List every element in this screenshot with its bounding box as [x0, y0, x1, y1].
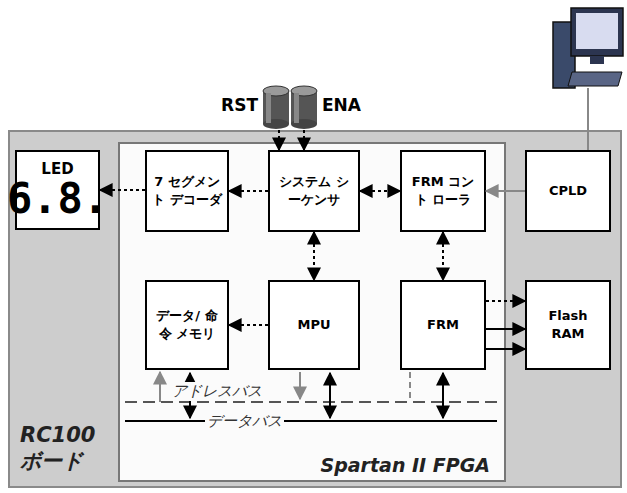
button-cylinder: RST [262, 85, 290, 130]
board-panel: RC100 ボード Spartan II FPGA 7 セグメント デコーダ システム… [8, 130, 622, 488]
node-label: Flash RAM [531, 307, 605, 342]
node-label: システム シーケンサ [274, 173, 354, 208]
pc-cable [587, 88, 589, 150]
connector [303, 130, 305, 150]
node-label: Spartan II FPGA [321, 454, 490, 476]
connector [313, 232, 315, 280]
node-label: LED [41, 160, 73, 178]
node-label: FRM コント ローラ [406, 173, 480, 208]
block-box: FRM コント ローラ [400, 150, 486, 232]
button-cylinder: ENA [290, 85, 318, 130]
node-label: RST [221, 95, 258, 115]
fpga-region: Spartan II FPGA 7 セグメント デコーダ システム シーケンサ FRM… [118, 142, 506, 482]
block-box: データ/ 命令 メモリ [145, 280, 229, 370]
connector [486, 328, 525, 330]
node-label: 6.8. [7, 178, 108, 220]
node-label: ENA [322, 95, 361, 115]
block-box: Flash RAM [525, 280, 611, 370]
block-box: MPU [268, 280, 360, 370]
address-bus [125, 401, 497, 403]
node-label: RC100 ボード [20, 422, 115, 475]
node-label: データ/ 命令 メモリ [151, 307, 223, 342]
connector [486, 300, 525, 302]
connector [229, 324, 268, 326]
connector [442, 232, 444, 280]
block-box: 7 セグメント デコーダ [145, 150, 229, 232]
node-label: 7 セグメント デコーダ [151, 173, 223, 208]
block-box: CPLD [525, 150, 611, 232]
block-box: システム シーケンサ [268, 150, 360, 232]
connector [229, 190, 268, 192]
computer-icon [553, 8, 623, 88]
connector [486, 348, 525, 350]
connector [278, 130, 280, 150]
data-bus [125, 420, 497, 422]
node-label: FRM [427, 316, 459, 334]
led-display: LED6.8. [15, 150, 100, 230]
cylinder-shape [262, 85, 290, 130]
bus-label: アドレスバス [170, 382, 264, 401]
node-label: CPLD [549, 182, 587, 200]
cylinder-shape [290, 85, 318, 130]
bus-label: データバス [205, 412, 284, 431]
block-box: FRM [400, 280, 486, 370]
connector [100, 189, 145, 191]
bus-taps [160, 372, 443, 418]
connector [360, 190, 400, 192]
node-label: MPU [297, 316, 330, 334]
connector [486, 190, 525, 192]
